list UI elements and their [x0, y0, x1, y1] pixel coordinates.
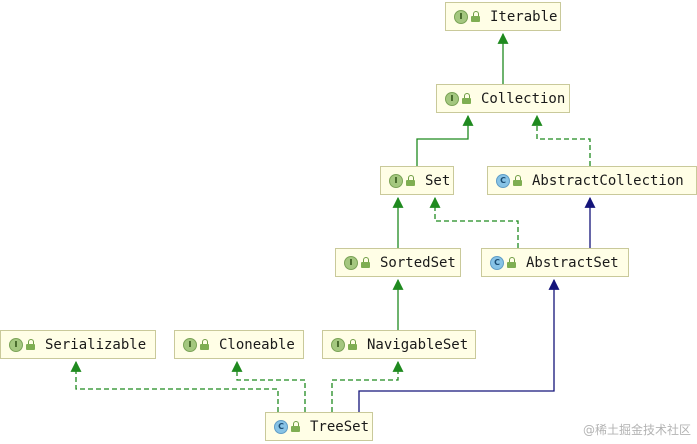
- interface-icon: I: [183, 337, 197, 352]
- node-label: Cloneable: [219, 336, 295, 353]
- interface-icon: I: [9, 337, 23, 352]
- lock-icon: [200, 338, 210, 351]
- interface-icon: I: [454, 9, 468, 24]
- lock-icon: [507, 256, 517, 269]
- node-label: AbstractSet: [526, 254, 619, 271]
- edge-set-extends-collection: [416, 114, 474, 166]
- node-serializable[interactable]: I Serializable: [0, 330, 156, 359]
- lock-icon: [513, 174, 523, 187]
- node-sorted-set[interactable]: I SortedSet: [335, 248, 461, 277]
- lock-icon: [291, 420, 301, 433]
- node-set[interactable]: I Set: [380, 166, 454, 195]
- node-label: SortedSet: [380, 254, 456, 271]
- interface-icon: I: [445, 91, 459, 106]
- watermark: @稀土掘金技术社区: [582, 423, 691, 437]
- node-label: Collection: [481, 90, 566, 107]
- node-abstract-set[interactable]: C AbstractSet: [481, 248, 629, 277]
- lock-icon: [462, 92, 472, 105]
- node-label: AbstractCollection: [532, 172, 684, 189]
- lock-icon: [348, 338, 358, 351]
- node-abstract-collection[interactable]: C AbstractCollection: [487, 166, 697, 195]
- node-label: Serializable: [45, 336, 147, 353]
- edge-treeset-extends-abstractset: [358, 278, 560, 412]
- node-label: Set: [425, 172, 451, 189]
- node-navigable-set[interactable]: I NavigableSet: [322, 330, 476, 359]
- lock-icon: [471, 10, 481, 23]
- edge-abstractcollection-implements-collection: [531, 114, 591, 166]
- node-tree-set[interactable]: C TreeSet: [265, 412, 373, 441]
- node-label: TreeSet: [310, 418, 370, 435]
- node-label: NavigableSet: [367, 336, 469, 353]
- interface-icon: I: [389, 173, 403, 188]
- abstract-class-icon: C: [490, 255, 504, 270]
- abstract-class-icon: C: [496, 173, 510, 188]
- node-label: Iterable: [490, 8, 558, 25]
- interface-icon: I: [331, 337, 345, 352]
- node-iterable[interactable]: I Iterable: [445, 2, 561, 31]
- edge-treeset-implements-serializable: [70, 360, 279, 412]
- class-icon: C: [274, 419, 288, 434]
- edge-abstractset-implements-set: [429, 196, 519, 248]
- node-cloneable[interactable]: I Cloneable: [174, 330, 304, 359]
- interface-icon: I: [344, 255, 358, 270]
- node-collection[interactable]: I Collection: [436, 84, 570, 113]
- lock-icon: [406, 174, 416, 187]
- lock-icon: [361, 256, 371, 269]
- edge-treeset-implements-cloneable: [231, 360, 306, 412]
- edge-treeset-implements-navigableset: [331, 360, 404, 412]
- lock-icon: [26, 338, 36, 351]
